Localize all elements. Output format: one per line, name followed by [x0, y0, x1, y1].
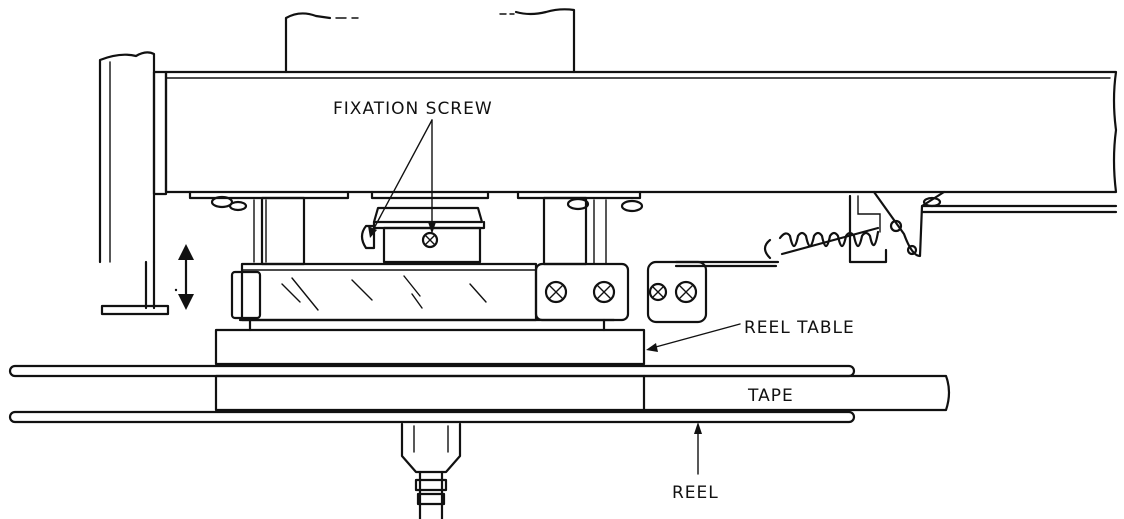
tape-label: TAPE — [747, 386, 794, 406]
reel-assembly — [8, 364, 951, 424]
leader-lines — [368, 119, 741, 475]
main-beam — [164, 70, 1118, 194]
left-frame-post — [98, 51, 170, 316]
reel-label: REEL — [672, 483, 719, 503]
upper-support-column — [284, 8, 576, 74]
cross-head-screw-icon — [421, 231, 439, 249]
reel-table-label: REEL TABLE — [744, 318, 855, 338]
spindle — [400, 422, 462, 519]
double-headed-vertical-arrow-icon — [174, 244, 194, 310]
spring-linkage — [674, 190, 1118, 268]
fixation-screw-label: FIXATION SCREW — [333, 99, 493, 119]
clamp-plates — [534, 260, 708, 324]
reel-table — [214, 328, 646, 366]
